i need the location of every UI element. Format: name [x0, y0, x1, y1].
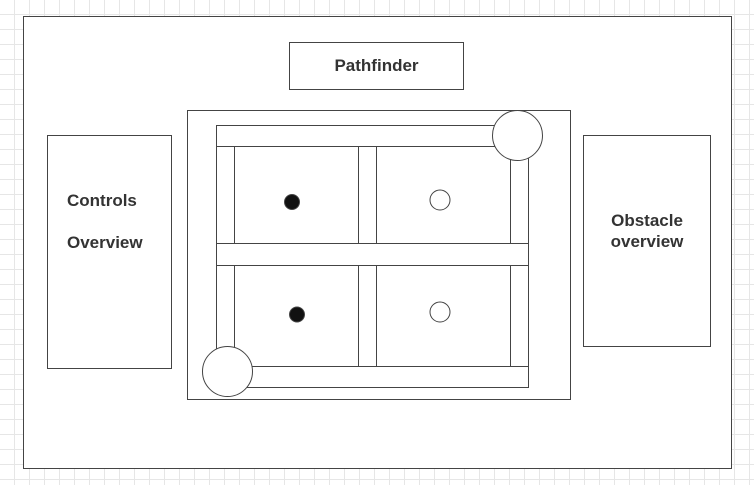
- page-title: Pathfinder: [334, 56, 419, 75]
- wall-horizontal-center: [216, 243, 529, 266]
- corner-node-bottom-left[interactable]: [202, 346, 253, 397]
- cell-marker-empty[interactable]: [429, 301, 451, 323]
- controls-overview-label: Controls Overview: [67, 190, 143, 253]
- cell-marker-empty[interactable]: [429, 189, 451, 211]
- obstacle-label-line-1: Obstacle: [611, 211, 683, 230]
- cell-marker-filled[interactable]: [289, 306, 305, 323]
- title-box: Pathfinder: [289, 42, 464, 90]
- controls-overview-panel[interactable]: Controls Overview: [47, 135, 172, 369]
- wall-top: [216, 125, 512, 147]
- cell-marker-filled[interactable]: [284, 194, 300, 210]
- controls-label-line-2: Overview: [67, 233, 143, 252]
- corner-node-top-right[interactable]: [492, 110, 543, 161]
- obstacle-overview-label: Obstacle overview: [584, 210, 710, 252]
- obstacle-overview-panel[interactable]: Obstacle overview: [583, 135, 711, 347]
- controls-label-line-1: Controls: [67, 191, 137, 210]
- obstacle-label-line-2: overview: [610, 232, 684, 251]
- wall-bottom: [234, 366, 529, 388]
